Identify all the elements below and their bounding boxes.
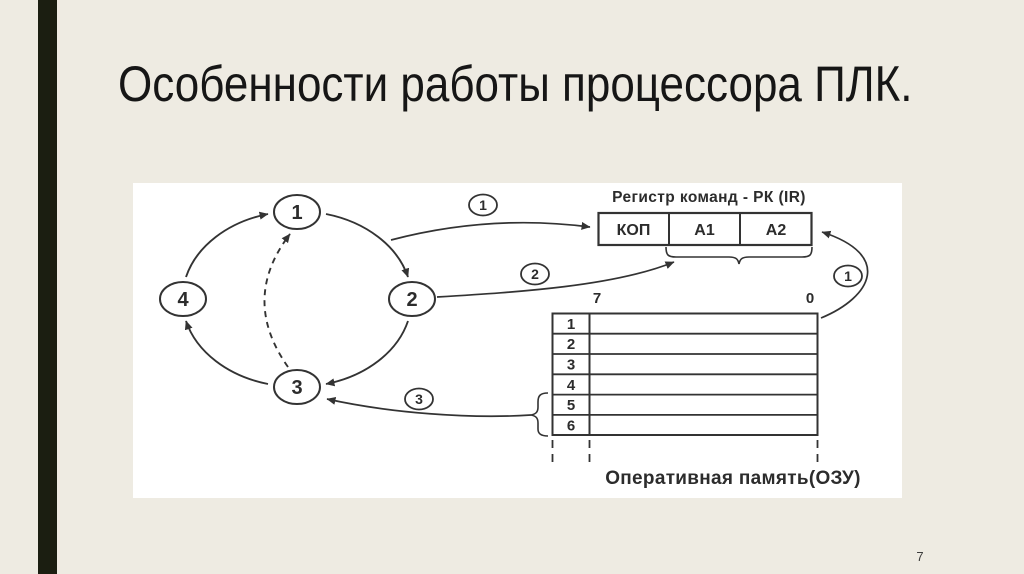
memory-bit-high-label: 7: [593, 290, 601, 307]
register-underbrace: [665, 246, 813, 265]
cycle-arc-2-to-3: [325, 320, 409, 387]
memory-row-1-label: 1: [567, 316, 575, 333]
memory-row-5-label: 5: [567, 397, 575, 414]
step-badge-3: [404, 387, 434, 411]
arrow-step1-to-register: [390, 221, 591, 241]
cycle-arc-4-to-1: [185, 211, 269, 278]
step-badge-2-label: 2: [531, 266, 539, 282]
processor-cycle-diagram: 1 2 3 4 1 2 3 1 Регистр команд - РК (IR)…: [159, 189, 869, 489]
register-box: [597, 211, 813, 247]
cycle-arc-1-to-2: [325, 213, 410, 278]
step-badge-1-right-label: 1: [844, 268, 852, 284]
cycle-node-1: [273, 194, 321, 230]
memory-row-2-label: 2: [567, 336, 575, 353]
diagram-panel: 1 2 3 4 1 2 3 1 Регистр команд - РК (IR)…: [133, 183, 902, 498]
memory-caption: Оперативная память(ОЗУ): [605, 468, 861, 489]
cycle-node-3-label: 3: [291, 377, 302, 399]
register-cell-kop: КОП: [617, 222, 651, 239]
step-badge-1-top: [468, 193, 498, 217]
register-cell-a2: А2: [766, 222, 787, 239]
cycle-node-4-label: 4: [177, 289, 189, 311]
step-badge-1-right: [833, 264, 863, 288]
register-title: Регистр команд - РК (IR): [612, 189, 806, 206]
arrow-step2-to-operands: [436, 261, 675, 298]
cycle-node-4: [159, 281, 207, 317]
memory-row-6-label: 6: [567, 418, 575, 435]
cycle-arc-3-to-4: [184, 320, 269, 385]
step-badge-3-label: 3: [415, 391, 423, 407]
step-badge-2: [520, 262, 550, 286]
cycle-dashed-arc-3-to-1: [263, 233, 291, 368]
slide-accent-bar: [38, 0, 57, 574]
cycle-node-1-label: 1: [291, 202, 302, 224]
step-badge-1-top-label: 1: [479, 197, 487, 213]
memory-row-3-label: 3: [567, 357, 575, 374]
cycle-node-3: [273, 369, 321, 405]
arrow-step3-memory-to-node3: [326, 396, 532, 418]
cycle-node-2: [388, 281, 436, 317]
memory-bit-low-label: 0: [806, 290, 814, 307]
page-number: 7: [916, 549, 924, 564]
memory-row-4-label: 4: [567, 377, 576, 394]
cycle-node-2-label: 2: [406, 289, 417, 311]
slide-title: Особенности работы процессора ПЛК.: [118, 56, 913, 112]
register-cell-a1: А1: [694, 222, 715, 239]
arrow-step1-memory-to-register: [820, 230, 869, 319]
memory-rows-brace: [530, 392, 549, 437]
